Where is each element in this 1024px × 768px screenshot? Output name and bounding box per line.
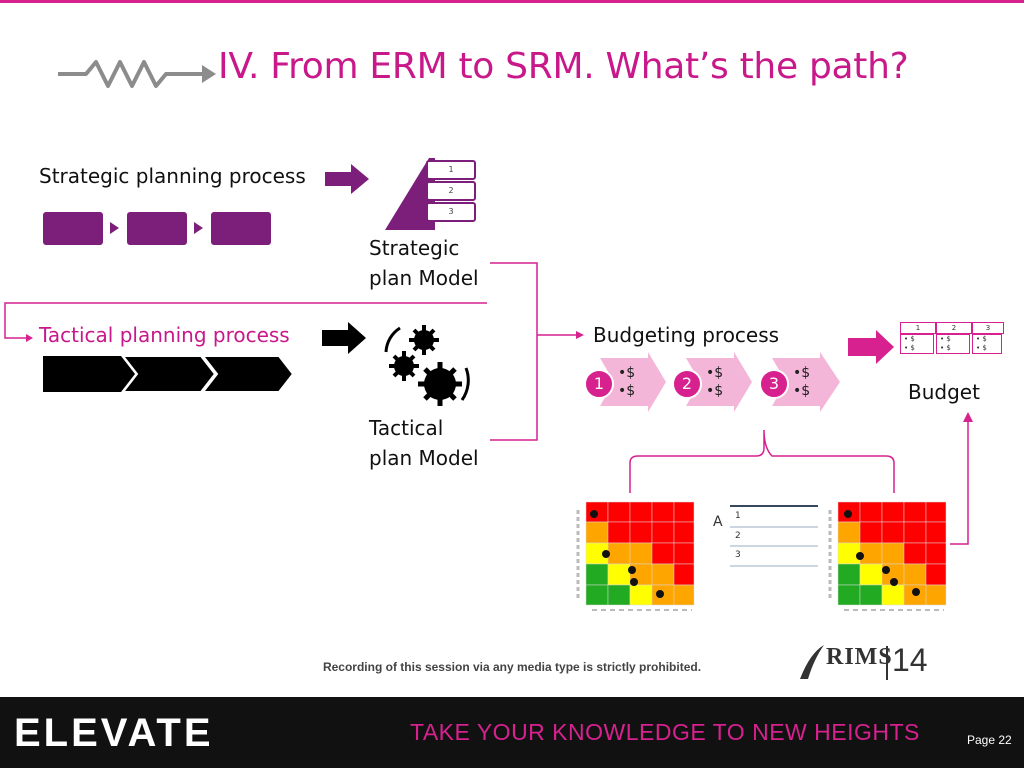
budget-cell-line: • $: [904, 344, 915, 352]
strategic-step-arrow-icon: [110, 222, 119, 234]
strategic-arrow-icon: [325, 164, 369, 194]
recording-notice: Recording of this session via any media …: [322, 660, 702, 674]
budget-cell: • $• $: [972, 334, 1002, 354]
gears-icon: [384, 325, 470, 406]
strategic-plan-row: 1: [426, 160, 476, 180]
budget-label: Budget: [908, 380, 980, 404]
matrix-legend-letter: A: [713, 514, 723, 530]
budget-step-bullet: •$: [618, 383, 636, 399]
budget-header: 2: [936, 322, 972, 334]
matrix-legend-lines: [730, 505, 818, 567]
matrix-legend-item: 2: [735, 531, 741, 541]
budget-step-number: 1: [584, 369, 614, 399]
budget-cell: • $• $: [900, 334, 934, 354]
budget-step-number: 2: [672, 369, 702, 399]
top-rule: [0, 0, 1024, 3]
page-number: Page 22: [967, 733, 1012, 747]
strategic-plan-row: 2: [426, 181, 476, 201]
budget-cell: • $• $: [936, 334, 970, 354]
budgeting-process-label: Budgeting process: [593, 323, 780, 347]
strategic-pyramid-icon: [385, 158, 435, 230]
rims-logo-text: RIMS: [826, 644, 893, 670]
budget-cell-line: • $: [976, 335, 987, 343]
budget-header: 1: [900, 322, 936, 334]
matrix-legend-item: 1: [735, 511, 741, 521]
risk-matrix-right: [828, 501, 947, 611]
budget-step-bullet: •$: [618, 365, 636, 381]
tactical-model-label-line2: plan Model: [369, 446, 479, 470]
tactical-process-label: Tactical planning process: [39, 323, 290, 347]
strategic-step-arrow-icon: [194, 222, 203, 234]
strategic-model-label-line2: plan Model: [369, 266, 479, 290]
tactical-model-label-line1: Tactical: [369, 416, 444, 440]
rims-logo-year: 14: [892, 642, 928, 678]
brace-connector: [629, 412, 973, 545]
budget-step-bullet: •$: [793, 383, 811, 399]
budget-step-number: 3: [759, 369, 789, 399]
budget-arrow-icon: [848, 330, 894, 364]
budgeting-chevrons: [600, 352, 840, 412]
strategic-process-label: Strategic planning process: [39, 164, 306, 188]
slide-title: IV. From ERM to SRM. What’s the path?: [218, 46, 909, 87]
matrix-legend-item: 3: [735, 550, 741, 560]
rims-swoosh-icon: [800, 645, 824, 679]
footer-bar: [0, 697, 1024, 768]
budget-step-bullet: •$: [706, 383, 724, 399]
footer-tagline: TAKE YOUR KNOWLEDGE TO NEW HEIGHTS: [410, 719, 920, 745]
connector-lines: [4, 262, 584, 441]
strategic-model-label-line1: Strategic: [369, 236, 460, 260]
budget-header: 3: [972, 322, 1004, 334]
strategic-plan-row: 3: [426, 202, 476, 222]
strategic-step-box: [43, 212, 103, 245]
strategic-step-box: [211, 212, 271, 245]
budget-cell-line: • $: [976, 344, 987, 352]
tactical-arrow-icon: [322, 322, 366, 354]
zigzag-arrow-icon: [58, 60, 216, 88]
budget-step-bullet: •$: [706, 365, 724, 381]
elevate-logo: ELEVATE: [14, 711, 214, 755]
strategic-step-box: [127, 212, 187, 245]
risk-matrix-left: [576, 501, 695, 611]
budget-cell-line: • $: [904, 335, 915, 343]
budget-cell-line: • $: [940, 344, 951, 352]
tactical-chevrons: [43, 356, 295, 392]
budget-step-bullet: •$: [793, 365, 811, 381]
budget-cell-line: • $: [940, 335, 951, 343]
rims-logo-divider: [886, 646, 888, 680]
